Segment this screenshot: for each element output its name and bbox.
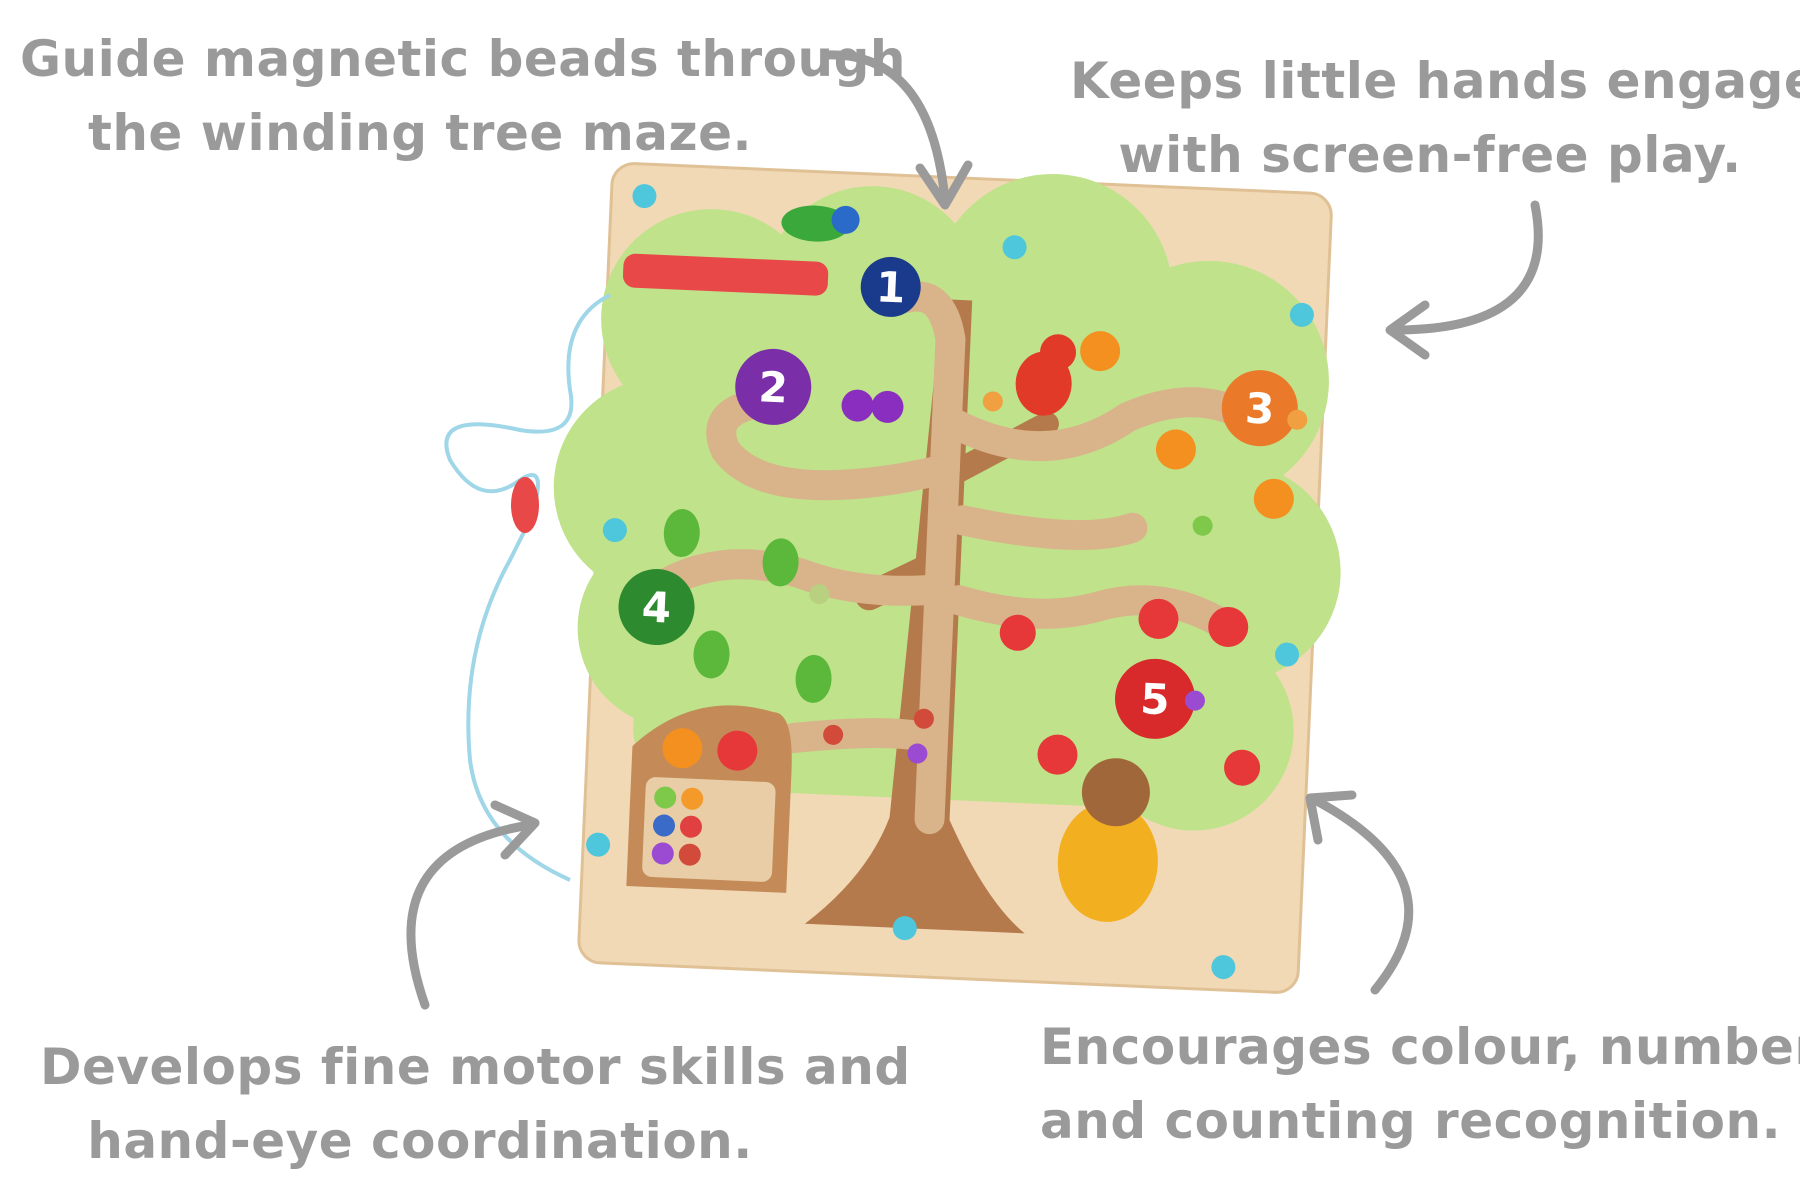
caption-motor-skills: Develops fine motor skills and hand-eye … — [40, 1030, 911, 1178]
arrow-top-left-icon — [820, 50, 973, 210]
caption-line: Keeps little hands engaged — [1070, 52, 1800, 110]
caption-line: Encourages colour, number — [1040, 1018, 1800, 1076]
magnetic-pen-holder — [622, 253, 829, 296]
number-target-1: 1 — [860, 256, 921, 317]
wand-string — [444, 293, 611, 882]
svg-text:5: 5 — [1139, 674, 1170, 724]
arrow-top-right-icon — [1385, 200, 1543, 360]
caption-line: Develops fine motor skills and — [40, 1038, 911, 1096]
caption-line: hand-eye coordination. — [87, 1112, 753, 1170]
bear-figure — [1057, 758, 1158, 922]
number-target-5: 5 — [1115, 658, 1196, 739]
arrow-bottom-left-icon — [406, 800, 540, 1010]
caption-line: the winding tree maze. — [87, 104, 753, 162]
chameleon-figure — [781, 205, 860, 242]
caption-line: with screen-free play. — [1118, 126, 1742, 184]
svg-text:3: 3 — [1244, 384, 1275, 434]
number-target-2: 2 — [735, 348, 812, 425]
tree-trunk — [804, 299, 1025, 934]
number-target-3: 3 — [1221, 370, 1298, 447]
svg-text:2: 2 — [758, 362, 789, 412]
fruit-decorations — [662, 331, 1294, 786]
caption-line: Guide magnetic beads through — [20, 30, 906, 88]
caption-screen-free: Keeps little hands engaged with screen-f… — [1070, 44, 1800, 192]
caption-maze-guide: Guide magnetic beads through the winding… — [20, 22, 906, 170]
caption-recognition: Encourages colour, number and counting r… — [1040, 1010, 1800, 1158]
board-pegs — [586, 184, 1314, 980]
caption-line: and counting recognition. — [1040, 1092, 1782, 1150]
maze-beads — [809, 391, 1308, 764]
svg-text:1: 1 — [875, 262, 906, 312]
magnetic-wand — [511, 477, 539, 533]
basket-beads — [651, 786, 704, 866]
number-target-4: 4 — [618, 569, 695, 646]
squirrel-figure — [1015, 334, 1077, 416]
arrow-bottom-right-icon — [1305, 790, 1414, 995]
svg-text:4: 4 — [641, 582, 672, 632]
